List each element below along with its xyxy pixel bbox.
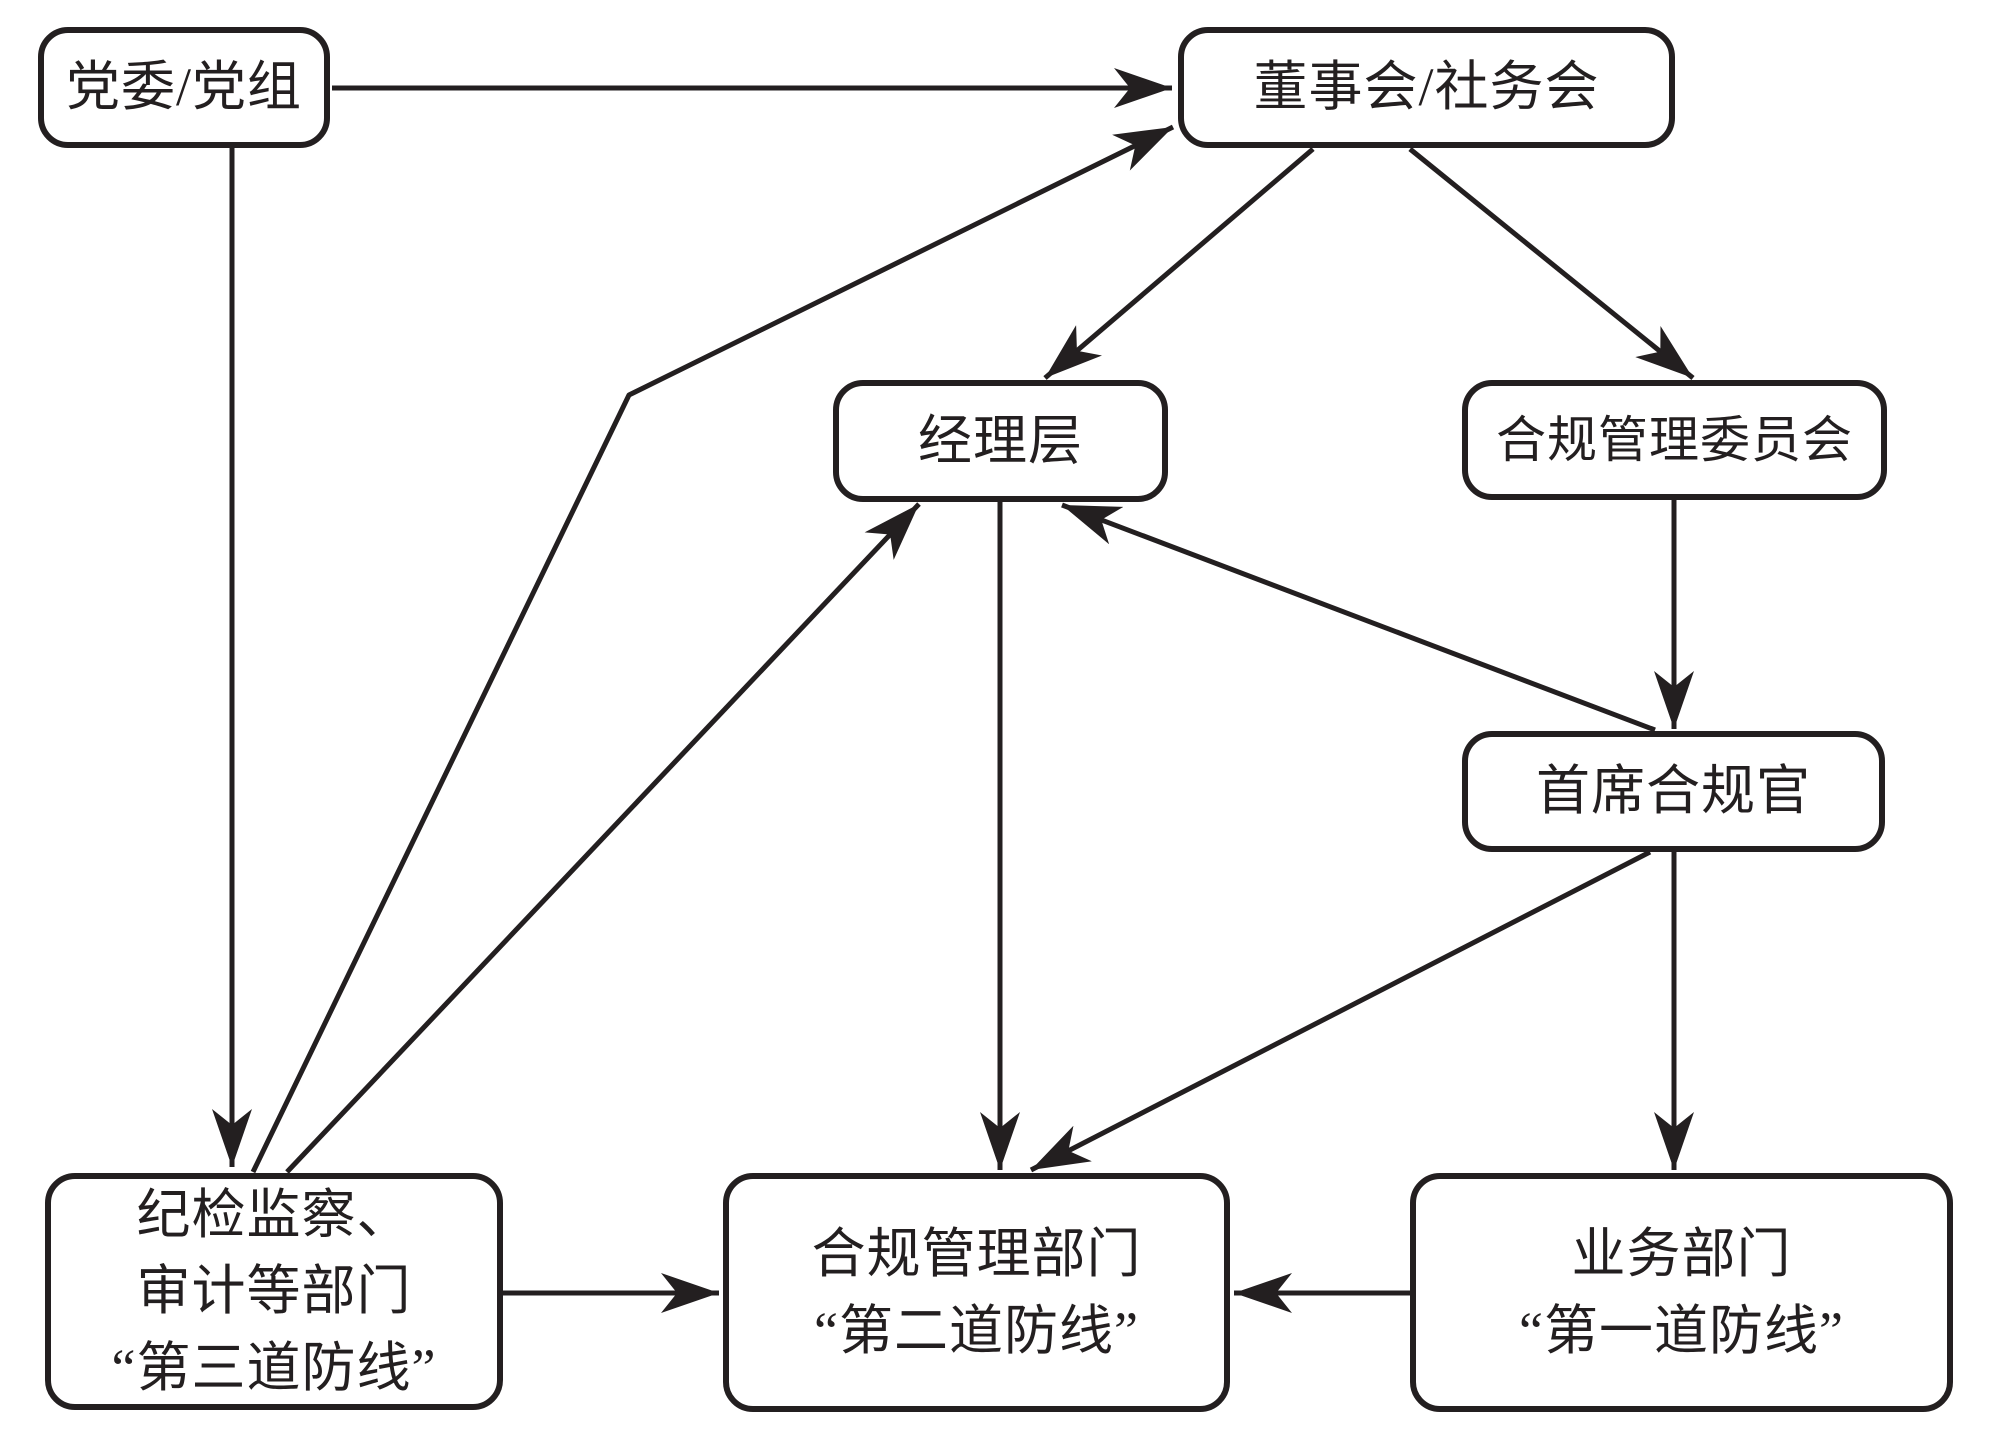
node-compliance-dept-line2: “第二道防线” — [814, 1300, 1139, 1361]
node-party-committee: 党委/党组 — [38, 27, 330, 148]
node-business-dept-line1: 业务部门 — [1571, 1223, 1792, 1284]
node-discipline-audit-dept: 纪检监察、 审计等部门 “第三道防线” — [45, 1173, 503, 1410]
node-business-dept-line2: “第一道防线” — [1519, 1300, 1844, 1361]
edge-board-to-management — [1043, 147, 1315, 380]
node-business-dept: 业务部门 “第一道防线” — [1410, 1173, 1953, 1412]
edge-discipline_audit-to-board — [250, 124, 1175, 1174]
node-discipline-audit-line3: “第三道防线” — [111, 1337, 437, 1398]
node-management-layer: 经理层 — [833, 380, 1168, 502]
node-discipline-audit-line1: 纪检监察、 — [136, 1184, 412, 1245]
node-compliance-committee-label: 合规管理委员会 — [1496, 411, 1853, 468]
node-party-committee-label: 党委/党组 — [65, 57, 302, 118]
node-compliance-committee: 合规管理委员会 — [1462, 380, 1887, 500]
edge-chief_compliance_officer-to-compliance_dept — [1029, 849, 1652, 1173]
node-chief-compliance-officer: 首席合规官 — [1462, 731, 1885, 852]
node-chief-compliance-officer-label: 首席合规官 — [1536, 761, 1811, 822]
node-compliance-dept: 合规管理部门 “第二道防线” — [723, 1173, 1230, 1412]
edge-board-to-compliance_committee — [1408, 147, 1695, 380]
node-board-of-directors-label: 董事会/社务会 — [1253, 57, 1600, 118]
node-discipline-audit-line2: 审计等部门 — [136, 1261, 412, 1322]
edge-discipline_audit-to-management — [285, 502, 921, 1174]
edge-chief_compliance_officer-to-management — [1061, 502, 1656, 733]
node-management-layer-label: 经理层 — [918, 410, 1083, 471]
node-board-of-directors: 董事会/社务会 — [1178, 27, 1675, 148]
node-compliance-dept-line1: 合规管理部门 — [811, 1223, 1142, 1284]
